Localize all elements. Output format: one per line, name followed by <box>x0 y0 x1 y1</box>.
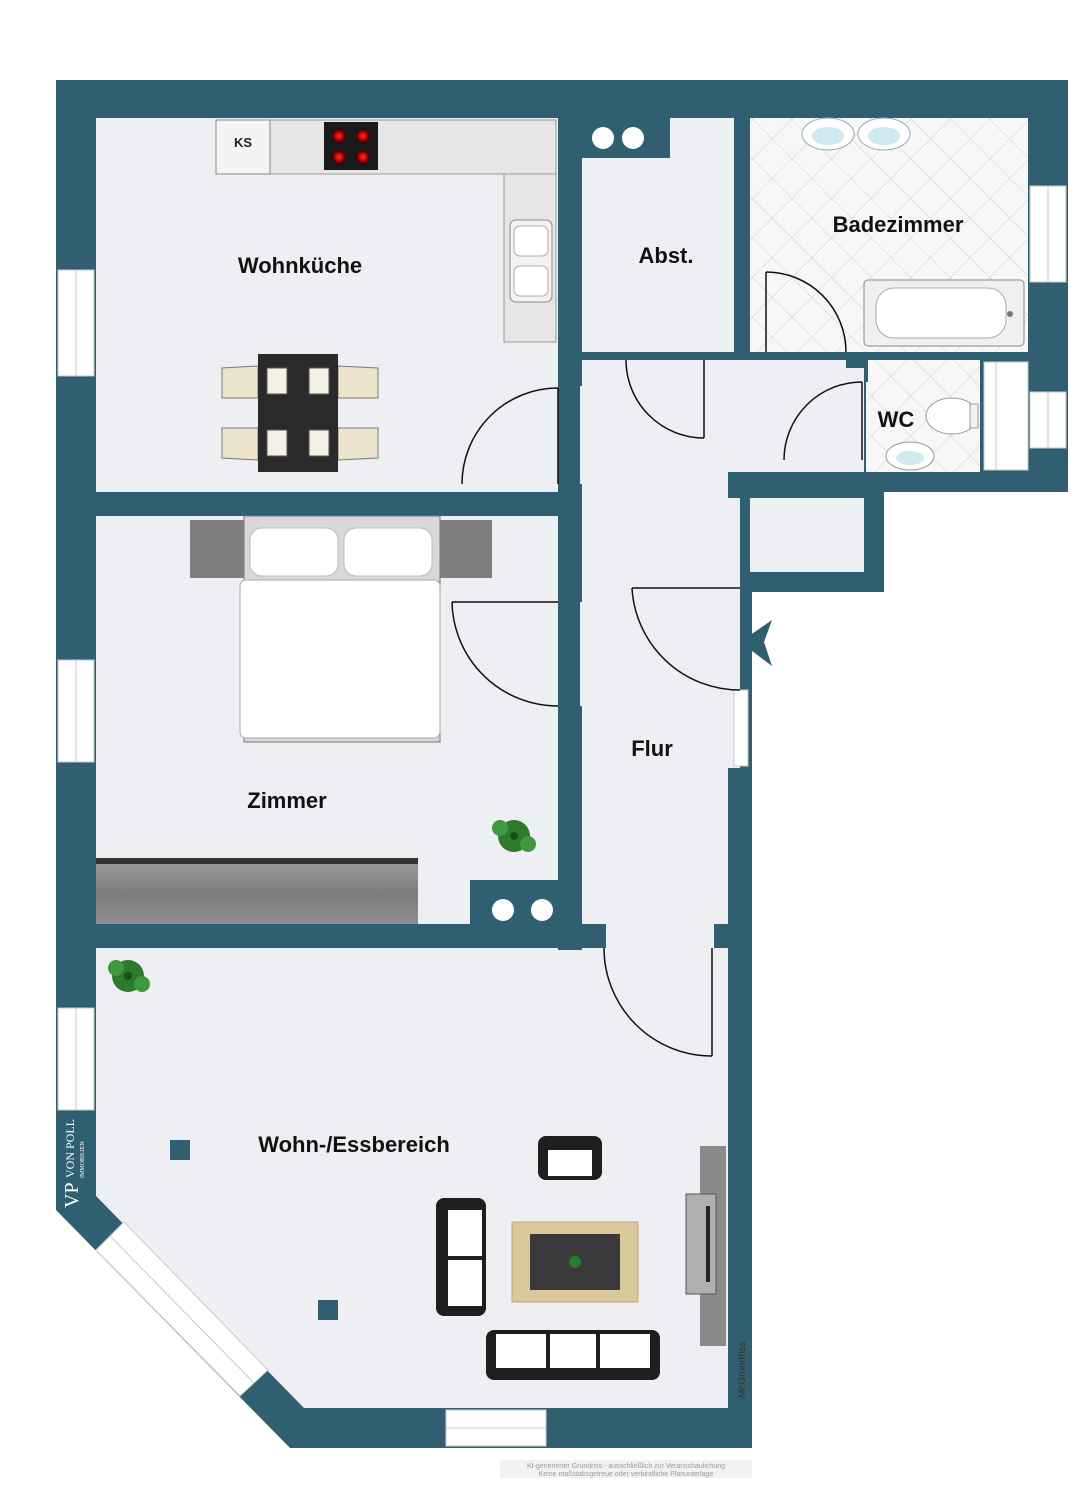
door-living <box>603 947 713 1057</box>
hall-floor <box>580 472 740 924</box>
shaft-upper <box>582 118 670 156</box>
fridge-label: KS <box>234 135 252 150</box>
room-label-storage: Abst. <box>639 243 694 268</box>
bathroom-fixtures <box>801 117 1025 347</box>
doors <box>451 271 863 1057</box>
room-label-hallway: Flur <box>631 736 673 761</box>
entrance-arrow-icon <box>740 620 772 666</box>
inner-walls <box>56 118 980 1408</box>
living-furniture <box>170 1136 726 1380</box>
company-logo: VP VON POLL IMMOBILIEN <box>61 1119 86 1208</box>
cooktop-icon <box>324 122 378 170</box>
window-mullions <box>75 186 1049 1429</box>
room-label-living: Wohn-/Essbereich <box>258 1132 450 1157</box>
column-icon <box>170 1140 190 1160</box>
logo-tagline: IMMOBILIEN <box>80 1141 86 1178</box>
disclaimer-line-2: Keine maßstabsgetreue oder verbindliche … <box>539 1471 714 1478</box>
fridge <box>215 119 271 175</box>
credit-text: McGrundriss <box>737 1341 748 1398</box>
bed <box>190 515 492 743</box>
tv-icon <box>685 1193 717 1295</box>
dining-table <box>221 354 379 472</box>
hall-floor-upper <box>580 360 864 472</box>
door-kitchen <box>461 387 559 485</box>
room-label-kitchen: Wohnküche <box>238 253 362 278</box>
kitchen-counter <box>215 119 557 343</box>
door-bath <box>765 271 847 353</box>
wardrobe <box>96 862 418 924</box>
nightstand-right <box>436 520 492 578</box>
room-label-bedroom: Zimmer <box>247 788 327 813</box>
logo-initials: VP <box>61 1182 83 1208</box>
window-wc-small <box>983 361 1029 471</box>
plant-icon <box>492 820 536 852</box>
hall-floor-mid <box>750 498 864 574</box>
shaft-lower <box>492 899 553 921</box>
hall-to-living <box>606 924 714 954</box>
wc-fixtures <box>885 397 979 471</box>
room-label-wc: WC <box>878 407 915 432</box>
disclaimer: KI-generierter Grundriss - ausschließlic… <box>500 1460 752 1478</box>
column-icon-2 <box>318 1300 338 1320</box>
door-bedroom <box>451 601 559 707</box>
logo-name: VON POLL <box>63 1119 77 1178</box>
door-wc <box>783 381 863 461</box>
door-entrance <box>631 587 741 691</box>
plant-icon-2 <box>108 960 150 992</box>
room-label-bathroom: Badezimmer <box>833 212 964 237</box>
disclaimer-line-1: KI-generierter Grundriss - ausschließlic… <box>527 1463 725 1470</box>
window-hall <box>733 689 749 767</box>
nightstand-left <box>190 520 246 578</box>
door-storage <box>625 359 705 439</box>
